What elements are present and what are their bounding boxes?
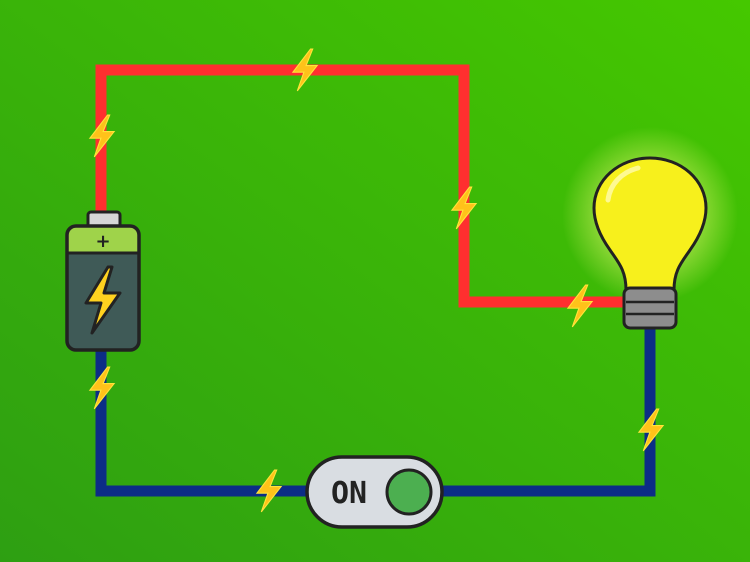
light-bulb-icon xyxy=(592,156,708,330)
switch-knob[interactable] xyxy=(385,468,433,516)
bulb-glass xyxy=(592,156,708,292)
bulb-highlight xyxy=(605,165,641,203)
positive-wire xyxy=(95,64,628,308)
battery-cap xyxy=(68,227,138,252)
switch-label: ON xyxy=(331,476,367,511)
bulb-base xyxy=(622,286,678,330)
on-off-switch[interactable]: ON xyxy=(305,455,444,529)
battery-outline xyxy=(65,224,141,352)
battery: + xyxy=(65,210,141,352)
battery-plus-sign: + xyxy=(95,231,110,252)
lightning-bolt-icon xyxy=(84,265,122,335)
